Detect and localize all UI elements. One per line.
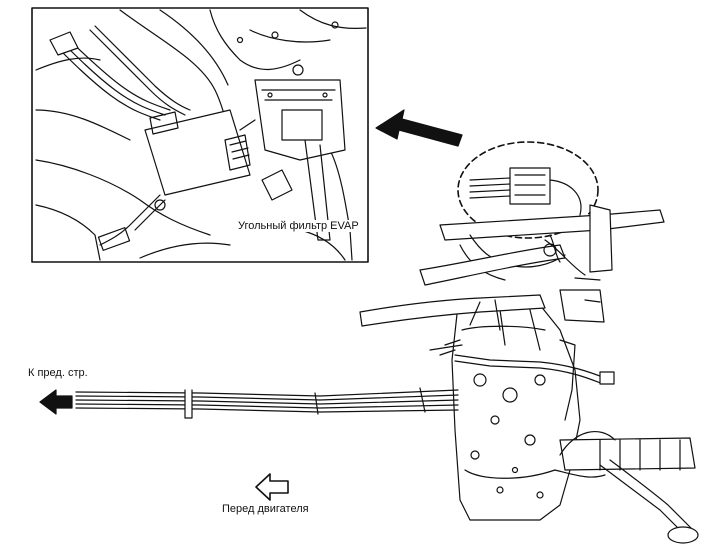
right-bracket-assembly xyxy=(559,277,605,323)
engine-front-arrow xyxy=(255,473,289,501)
detail-highlight-ellipse xyxy=(457,141,599,239)
engine-block xyxy=(451,300,581,521)
to-previous-page-arrow xyxy=(39,389,73,415)
upper-intake-tubes xyxy=(359,204,665,331)
inset-clip xyxy=(261,169,293,201)
side-harness-clips xyxy=(429,339,615,385)
evap-filter-label: Угольный фильтр EVAP xyxy=(236,220,361,232)
main-engine-view xyxy=(75,141,699,544)
evap-unit-main xyxy=(469,167,582,216)
inset-connector-block xyxy=(144,109,251,196)
to-previous-page-label: К пред. стр. xyxy=(28,367,88,379)
inset-harness-wires xyxy=(49,25,191,251)
inset-evap-canister xyxy=(239,79,346,241)
inset-detail-view xyxy=(31,7,369,263)
lower-right-pipes xyxy=(554,431,699,544)
main-harness-bundle xyxy=(75,387,459,419)
engine-front-label: Перед двигателя xyxy=(222,503,309,515)
callout-arrow xyxy=(375,109,463,147)
